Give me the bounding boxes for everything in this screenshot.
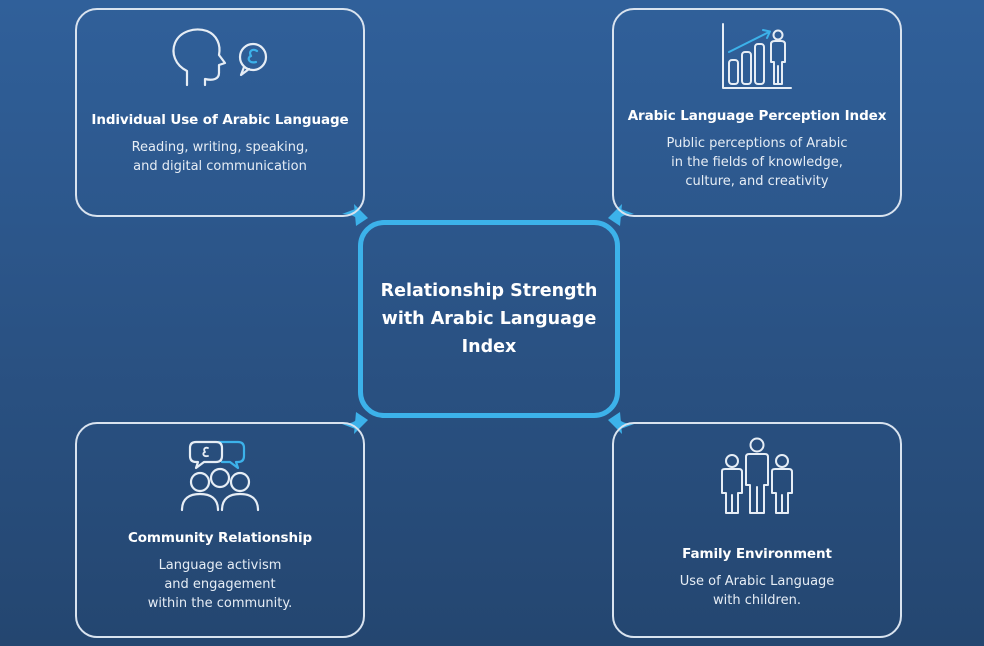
card-description: Use of Arabic Language with children. <box>679 574 835 608</box>
card-community-relationship: Community Relationship Language activism… <box>75 422 365 638</box>
card-title: Arabic Language Perception Index <box>627 108 887 124</box>
central-index-title: Relationship Strength with Arabic Langua… <box>380 281 598 357</box>
card-description: Language activism and engagement within … <box>147 558 293 611</box>
head-speech-bubble-icon <box>165 20 275 94</box>
card-description: Reading, writing, speaking, and digital … <box>131 140 309 174</box>
card-description: Public perceptions of Arabic in the fiel… <box>666 136 848 189</box>
bar-chart-person-icon <box>717 20 797 94</box>
card-title: Family Environment <box>682 546 832 562</box>
group-chat-icon <box>178 434 262 516</box>
card-perception-index: Arabic Language Perception Index Public … <box>612 8 902 217</box>
family-icon <box>714 436 800 518</box>
card-title: Community Relationship <box>127 530 313 546</box>
card-title: Individual Use of Arabic Language <box>91 112 349 128</box>
central-index-box: Relationship Strength with Arabic Langua… <box>358 220 620 418</box>
card-individual-use: Individual Use of Arabic Language Readin… <box>75 8 365 217</box>
card-family-environment: Family Environment Use of Arabic Languag… <box>612 422 902 638</box>
